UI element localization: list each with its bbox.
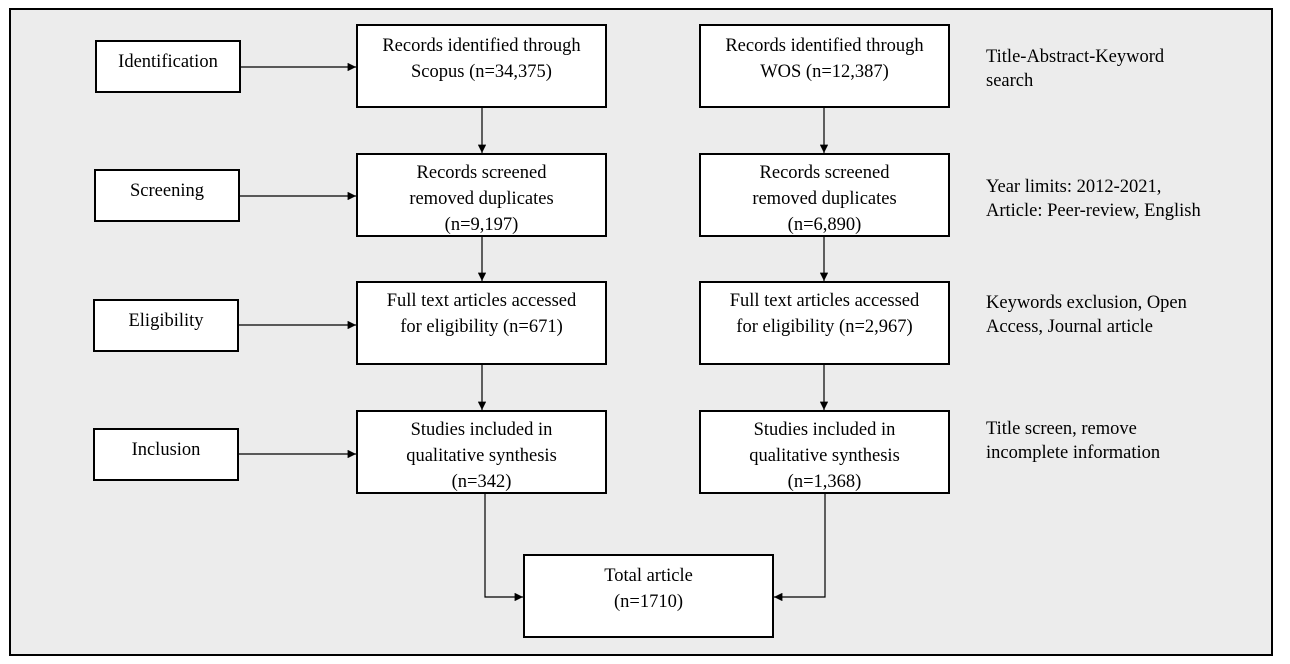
note-screen: Title screen, remove incomplete informat… bbox=[986, 417, 1160, 465]
wos-included-line-3: (n=1,368) bbox=[787, 472, 862, 492]
note-limits-line-2: Article: Peer-review, English bbox=[986, 201, 1201, 221]
scopus-included-line-1: Studies included in bbox=[410, 420, 553, 440]
wos-included-line-1: Studies included in bbox=[753, 420, 896, 440]
scopus-screened-line-3: (n=9,197) bbox=[444, 215, 519, 235]
stage-eligibility: Eligibility bbox=[93, 299, 239, 352]
stage-eligibility-label: Eligibility bbox=[128, 311, 204, 331]
wos-screened-line-3: (n=6,890) bbox=[787, 215, 862, 235]
wos-screened-line-1: Records screened bbox=[759, 163, 890, 183]
wos-included-box: Studies included in qualitative synthesi… bbox=[699, 410, 950, 494]
note-limits: Year limits: 2012-2021, Article: Peer-re… bbox=[986, 175, 1201, 223]
scopus-eligibility-line-1: Full text articles accessed bbox=[386, 291, 577, 311]
wos-screened-line-2: removed duplicates bbox=[752, 189, 897, 209]
wos-identified-line-2: WOS (n=12,387) bbox=[760, 62, 889, 82]
wos-eligibility-line-1: Full text articles accessed bbox=[729, 291, 920, 311]
note-screen-line-1: Title screen, remove bbox=[986, 419, 1137, 439]
wos-identified-box: Records identified through WOS (n=12,387… bbox=[699, 24, 950, 108]
scopus-identified-box: Records identified through Scopus (n=34,… bbox=[356, 24, 607, 108]
scopus-eligibility-line-2: for eligibility (n=671) bbox=[400, 317, 563, 337]
note-search: Title-Abstract-Keyword search bbox=[986, 45, 1164, 93]
note-limits-line-1: Year limits: 2012-2021, bbox=[986, 177, 1162, 197]
scopus-included-box: Studies included in qualitative synthesi… bbox=[356, 410, 607, 494]
wos-eligibility-box: Full text articles accessed for eligibil… bbox=[699, 281, 950, 365]
wos-included-line-2: qualitative synthesis bbox=[749, 446, 900, 466]
total-line-2: (n=1710) bbox=[613, 592, 683, 612]
scopus-screened-box: Records screened removed duplicates (n=9… bbox=[356, 153, 607, 237]
wos-eligibility-line-2: for eligibility (n=2,967) bbox=[736, 317, 913, 337]
stage-inclusion: Inclusion bbox=[93, 428, 239, 481]
scopus-identified-line-1: Records identified through bbox=[382, 36, 581, 56]
note-search-line-1: Title-Abstract-Keyword bbox=[986, 47, 1165, 67]
note-exclusion-line-1: Keywords exclusion, Open bbox=[986, 293, 1187, 313]
scopus-included-line-3: (n=342) bbox=[451, 472, 512, 492]
total-box: Total article (n=1710) bbox=[523, 554, 774, 638]
scopus-included-line-2: qualitative synthesis bbox=[406, 446, 557, 466]
note-search-line-2: search bbox=[986, 71, 1034, 91]
scopus-identified-line-2: Scopus (n=34,375) bbox=[411, 62, 552, 82]
stage-identification: Identification bbox=[95, 40, 241, 93]
total-line-1: Total article bbox=[604, 566, 693, 586]
note-exclusion: Keywords exclusion, Open Access, Journal… bbox=[986, 291, 1187, 339]
stage-identification-label: Identification bbox=[118, 52, 218, 72]
stage-inclusion-label: Inclusion bbox=[131, 440, 201, 460]
wos-screened-box: Records screened removed duplicates (n=6… bbox=[699, 153, 950, 237]
scopus-eligibility-box: Full text articles accessed for eligibil… bbox=[356, 281, 607, 365]
stage-screening: Screening bbox=[94, 169, 240, 222]
wos-identified-line-1: Records identified through bbox=[725, 36, 924, 56]
note-screen-line-2: incomplete information bbox=[986, 443, 1161, 463]
scopus-screened-line-2: removed duplicates bbox=[409, 189, 554, 209]
stage-screening-label: Screening bbox=[130, 181, 204, 201]
note-exclusion-line-2: Access, Journal article bbox=[986, 317, 1153, 337]
scopus-screened-line-1: Records screened bbox=[416, 163, 547, 183]
